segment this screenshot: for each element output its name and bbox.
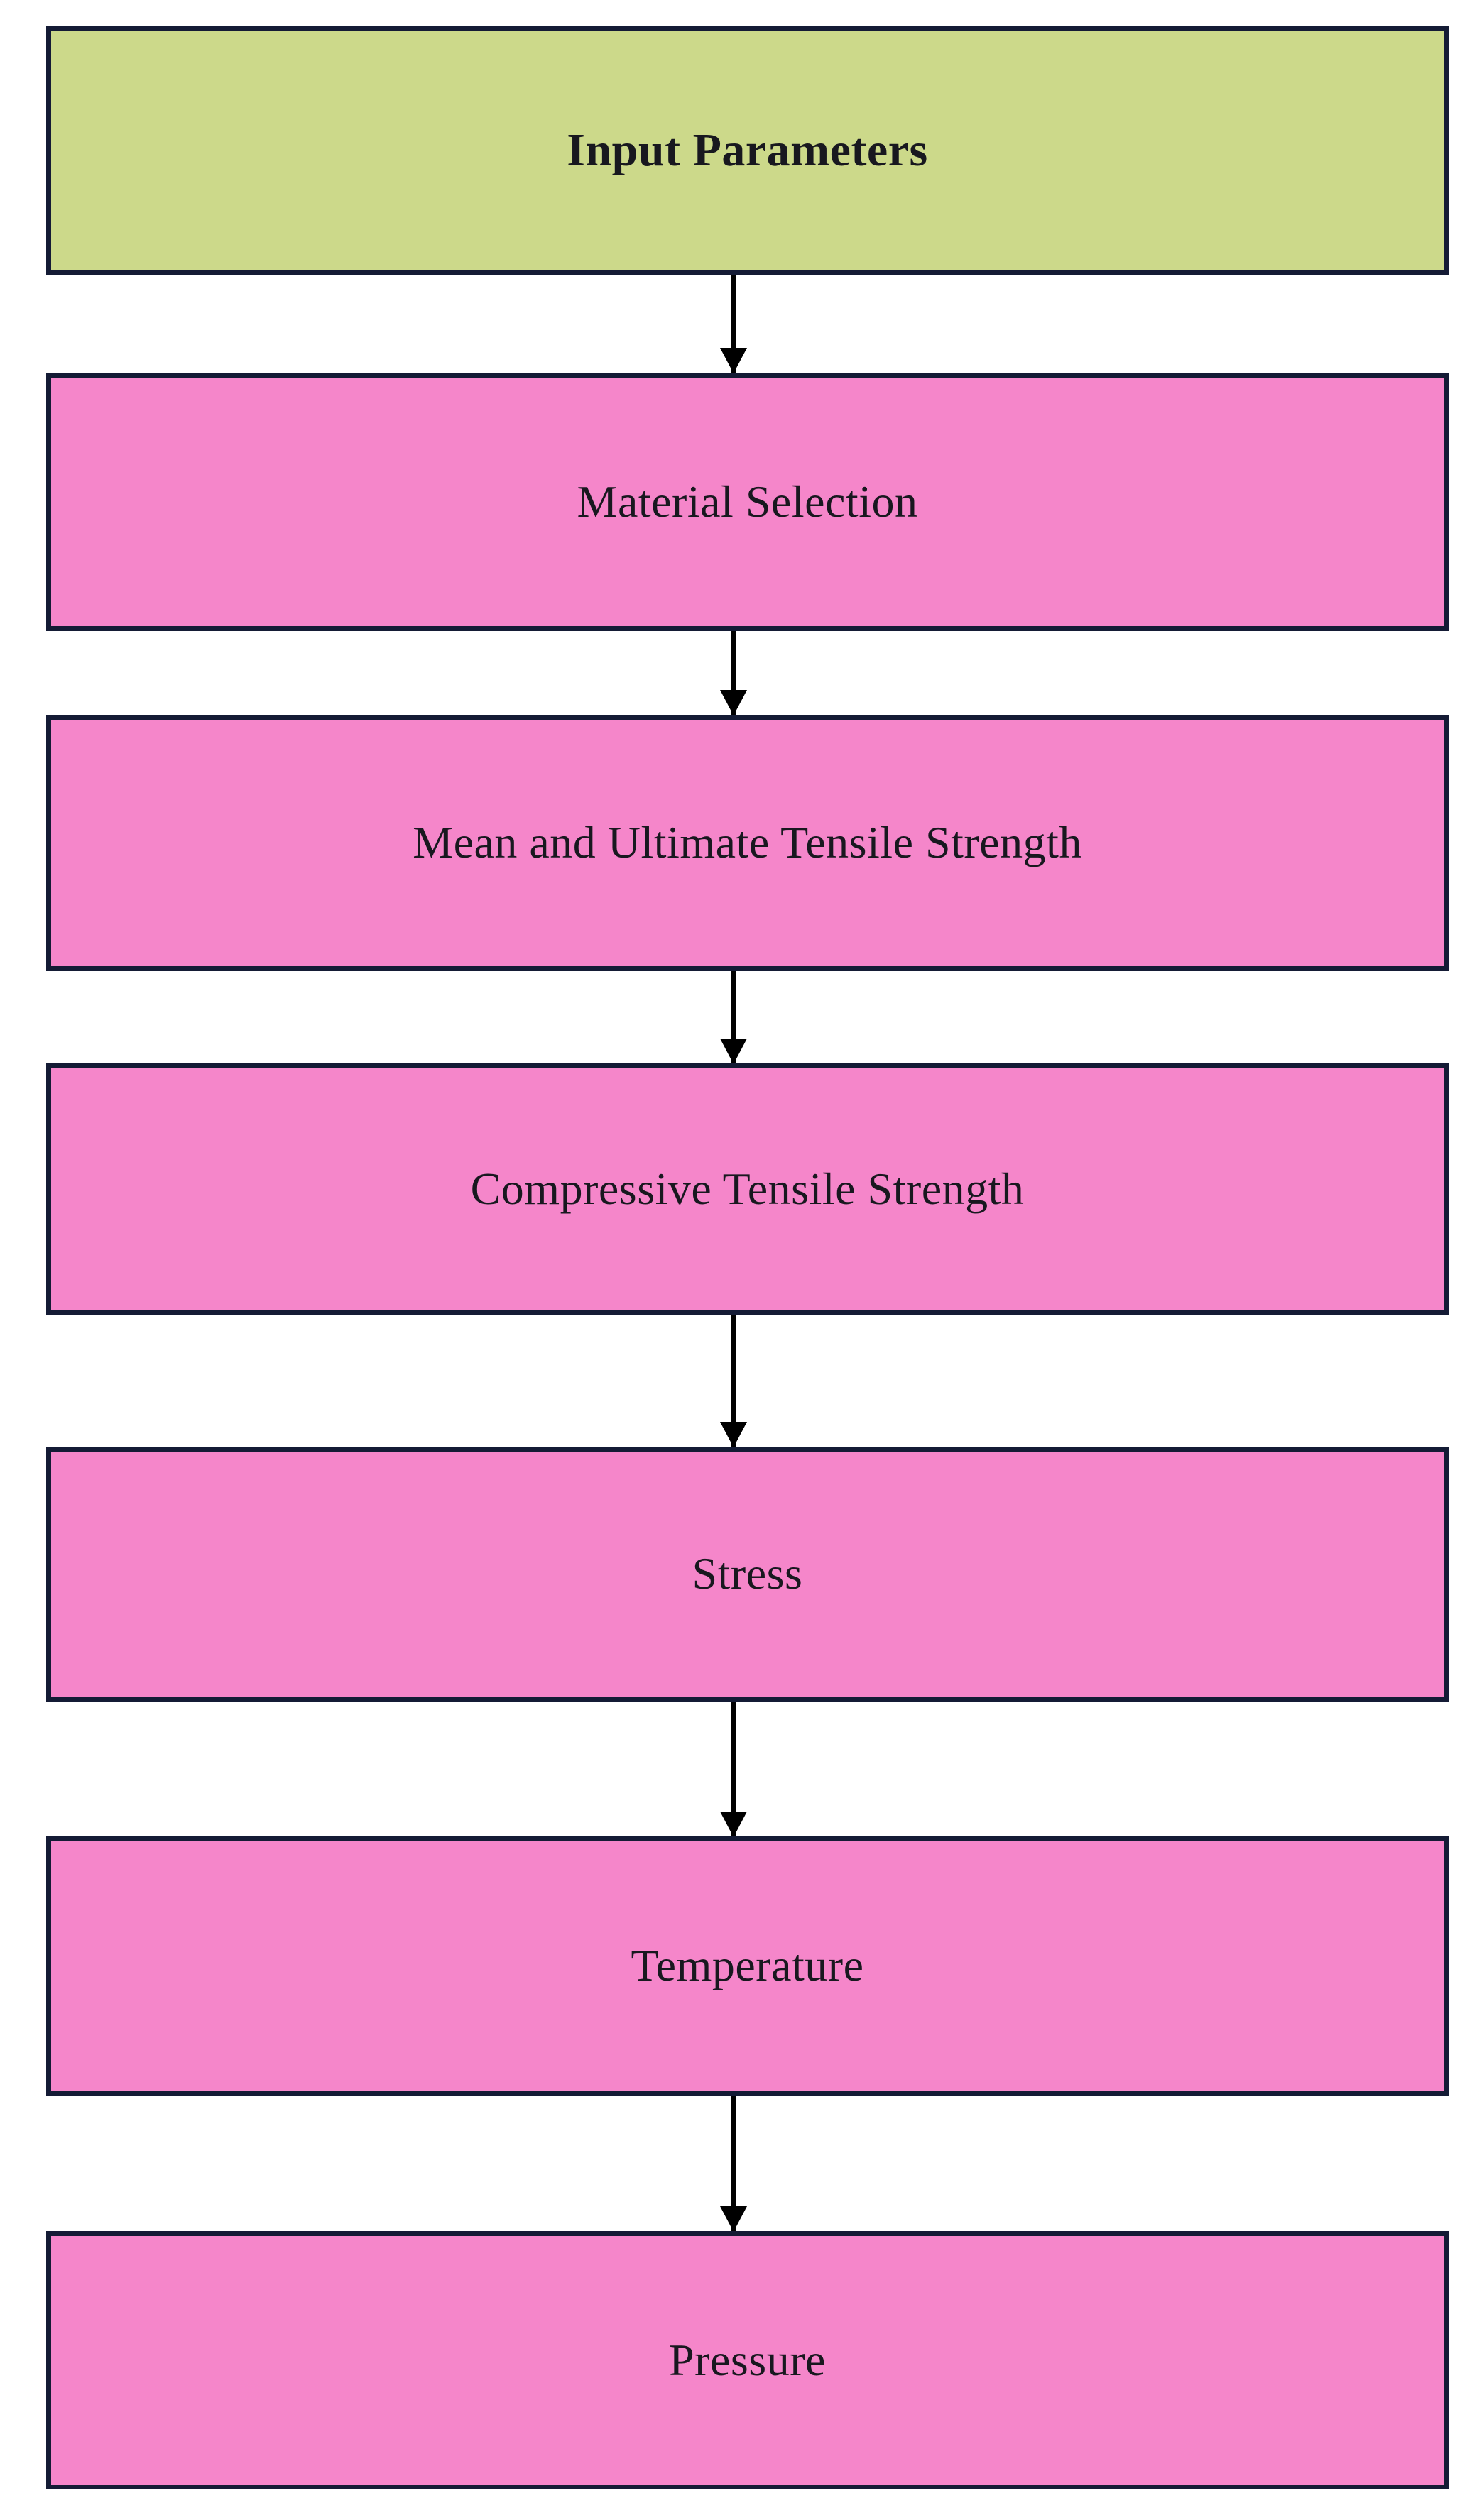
edge-compressive-tensile-strength-to-stress (720, 1315, 747, 1447)
node-compressive-tensile-strength[interactable]: Compressive Tensile Strength (46, 1063, 1449, 1315)
arrow-head-icon (720, 1812, 747, 1837)
node-label-stress: Stress (692, 1548, 803, 1599)
node-material-selection[interactable]: Material Selection (46, 373, 1449, 631)
node-label-material-selection: Material Selection (577, 476, 918, 527)
edge-temperature-to-pressure (720, 2096, 747, 2232)
node-pressure[interactable]: Pressure (46, 2231, 1449, 2489)
node-label-input-parameters: Input Parameters (567, 124, 928, 176)
edge-input-parameters-to-material-selection (720, 275, 747, 373)
arrow-head-icon (720, 348, 747, 373)
edge-material-selection-to-mean-ultimate-tensile-strength (720, 631, 747, 716)
arrow-head-icon (720, 690, 747, 716)
node-temperature[interactable]: Temperature (46, 1836, 1449, 2096)
node-label-compressive-tensile-strength: Compressive Tensile Strength (470, 1163, 1025, 1214)
node-mean-ultimate-tensile-strength[interactable]: Mean and Ultimate Tensile Strength (46, 715, 1449, 971)
arrow-head-icon (720, 2206, 747, 2232)
arrow-head-icon (720, 1422, 747, 1447)
edge-mean-ultimate-tensile-strength-to-compressive-tensile-strength (720, 971, 747, 1064)
node-label-mean-ultimate-tensile-strength: Mean and Ultimate Tensile Strength (413, 817, 1082, 868)
node-label-temperature: Temperature (631, 1940, 864, 1991)
edge-stress-to-temperature (720, 1702, 747, 1837)
node-stress[interactable]: Stress (46, 1447, 1449, 1702)
node-input-parameters[interactable]: Input Parameters (46, 26, 1449, 275)
node-label-pressure: Pressure (669, 2334, 826, 2385)
arrow-head-icon (720, 1039, 747, 1064)
